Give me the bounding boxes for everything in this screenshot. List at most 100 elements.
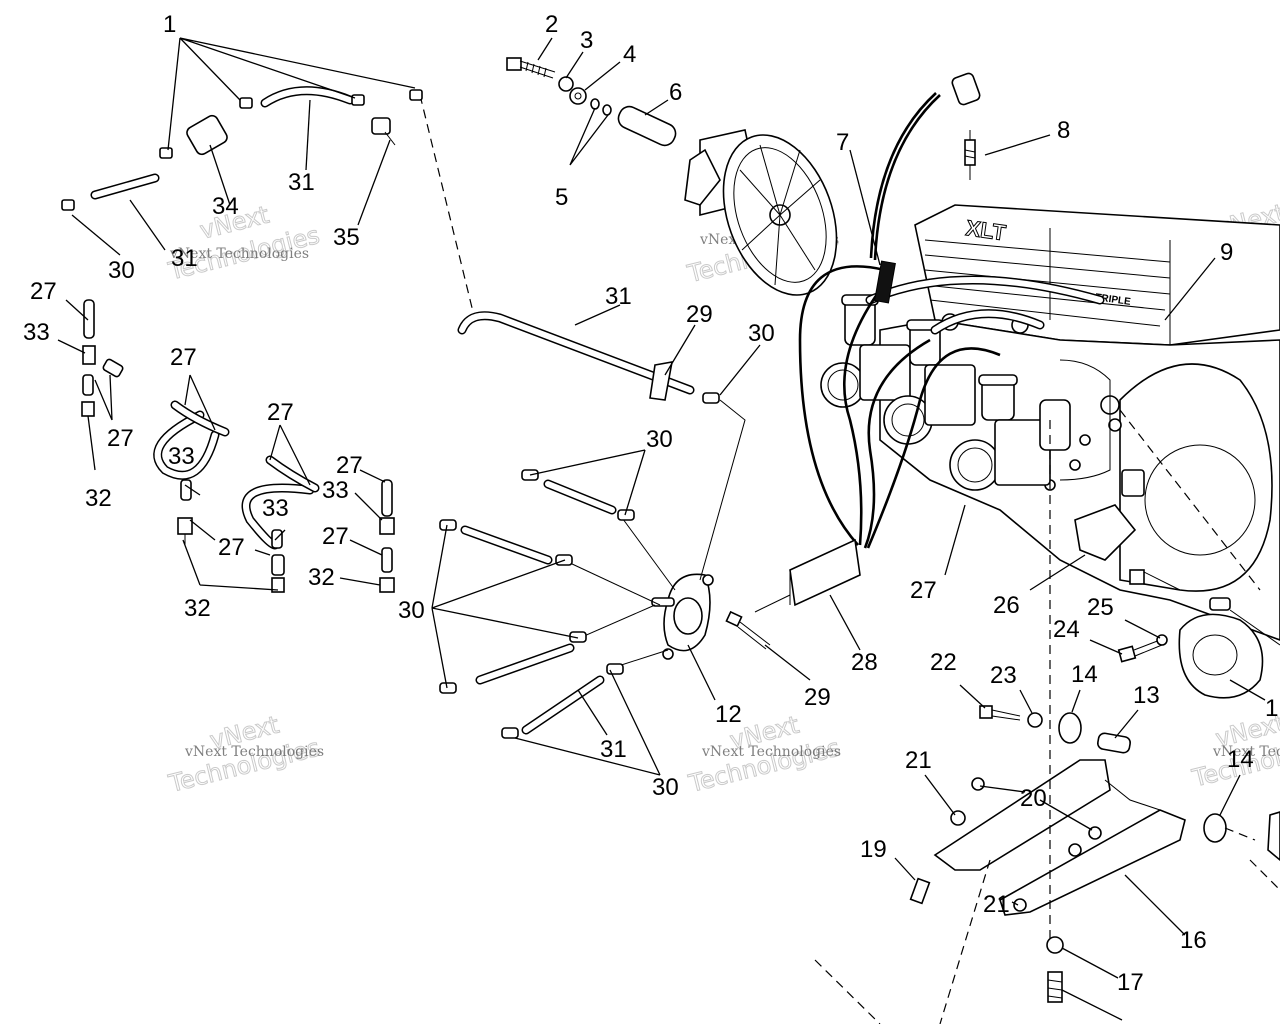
bushing-14b	[1203, 813, 1227, 843]
leader-lines	[57, 37, 1266, 1021]
callout-26: 26	[993, 592, 1020, 619]
washer-23	[1027, 712, 1043, 728]
oring-5a	[590, 98, 600, 110]
washer-17	[1046, 936, 1064, 954]
head-fins	[924, 228, 1171, 345]
carburetor-3	[949, 374, 1071, 491]
clamp	[702, 392, 720, 404]
tee-33	[82, 345, 96, 365]
oring-5b	[602, 104, 612, 116]
check-valve-32	[81, 401, 95, 417]
fuel-pump-12	[651, 573, 714, 660]
callout-17: 17	[1117, 969, 1144, 996]
callout-2: 2	[545, 11, 558, 38]
callout-5: 5	[555, 184, 568, 211]
watermark-small-6: vNext Technologies	[1212, 744, 1280, 760]
callout-34: 34	[212, 193, 239, 220]
callout-27b: 27	[107, 425, 134, 452]
stud-19	[909, 877, 931, 905]
callout-30e: 30	[652, 774, 679, 801]
callout-19: 19	[860, 836, 887, 863]
cover-text-2: TRIPLE	[1095, 292, 1132, 308]
tube-27	[83, 299, 95, 339]
mount-15	[1178, 613, 1264, 699]
boot-7	[874, 260, 896, 304]
callout-23: 23	[990, 662, 1017, 689]
callout-9: 9	[1220, 239, 1233, 266]
clamp	[439, 519, 457, 531]
primer-lines	[865, 275, 1105, 335]
callout-27d: 27	[267, 399, 294, 426]
callout-31a: 31	[288, 169, 315, 196]
sleeve-6	[617, 105, 677, 147]
callout-21a: 21	[905, 747, 932, 774]
callout-8: 8	[1057, 117, 1070, 144]
callout-30b: 30	[748, 320, 775, 347]
callout-31c: 31	[605, 283, 632, 310]
watermark-small-3: vNext Technologies	[184, 744, 324, 760]
callout-14a: 14	[1071, 661, 1098, 688]
callout-29a: 29	[686, 301, 713, 328]
callout-27f: 27	[336, 452, 363, 479]
callout-32b: 32	[184, 595, 211, 622]
watermark-6: vNext Technologies	[1188, 708, 1280, 793]
bolt-22-head	[979, 705, 993, 719]
bolt-18	[1047, 971, 1063, 1003]
callout-28: 28	[851, 649, 878, 676]
callout-15: 1	[1265, 695, 1278, 722]
callout-4: 4	[623, 41, 636, 68]
callout-12: 12	[715, 701, 742, 728]
spark-plug-8	[964, 139, 976, 166]
cdi-box-28	[789, 538, 861, 607]
callout-30a: 30	[108, 257, 135, 284]
hose-clamps	[439, 392, 720, 739]
callout-32a: 32	[85, 485, 112, 512]
callout-33b: 33	[168, 443, 195, 470]
callout-31d: 31	[600, 736, 627, 763]
callout-31b: 31	[171, 245, 198, 272]
pulse-hose-31	[419, 94, 746, 581]
callout-32c: 32	[308, 564, 335, 591]
spacer-13	[1097, 732, 1131, 754]
callout-16: 16	[1180, 927, 1207, 954]
clamp	[501, 727, 519, 739]
callout-33d: 33	[322, 477, 349, 504]
fuel-filter-group	[61, 86, 423, 211]
washer-4	[569, 87, 587, 105]
callout-27e: 27	[218, 534, 245, 561]
callouts: 1 2 3 4 5 6 7 8 9 12 13 14 14 1 16 17 19…	[23, 11, 1278, 996]
callout-3: 3	[580, 27, 593, 54]
watermark-small-4: vNext Technologies	[701, 744, 841, 760]
callout-22: 22	[930, 649, 957, 676]
recoil-cover-circle	[1144, 444, 1256, 556]
recoil-housing	[1119, 363, 1273, 592]
fuel-filter-34	[186, 114, 228, 156]
carburetor-2	[883, 319, 976, 445]
callout-29b: 29	[804, 684, 831, 711]
callout-30c: 30	[646, 426, 673, 453]
callout-33a: 33	[23, 319, 50, 346]
fitting-35	[371, 117, 391, 135]
plug-cap	[951, 72, 981, 106]
callout-27g: 27	[322, 523, 349, 550]
callout-33c: 33	[262, 495, 289, 522]
clamp	[606, 663, 624, 675]
nut-20	[971, 777, 985, 791]
bolt-29	[725, 610, 771, 650]
bracket-16a	[933, 759, 1111, 871]
callout-6: 6	[669, 79, 682, 106]
mount-brackets	[814, 420, 1280, 1024]
callout-24: 24	[1053, 616, 1080, 643]
callout-27c: 27	[170, 344, 197, 371]
bolt-2-head	[506, 57, 522, 71]
callout-27a: 27	[30, 278, 57, 305]
washer-3	[558, 76, 574, 92]
drive-pulley	[617, 105, 838, 296]
callout-14b: 14	[1227, 746, 1254, 773]
spark-plug-and-wire	[869, 72, 981, 261]
callout-27h: 27	[910, 577, 937, 604]
callout-25: 25	[1087, 594, 1114, 621]
left-fittings	[81, 299, 395, 593]
engine-mount-plate	[1074, 504, 1137, 561]
